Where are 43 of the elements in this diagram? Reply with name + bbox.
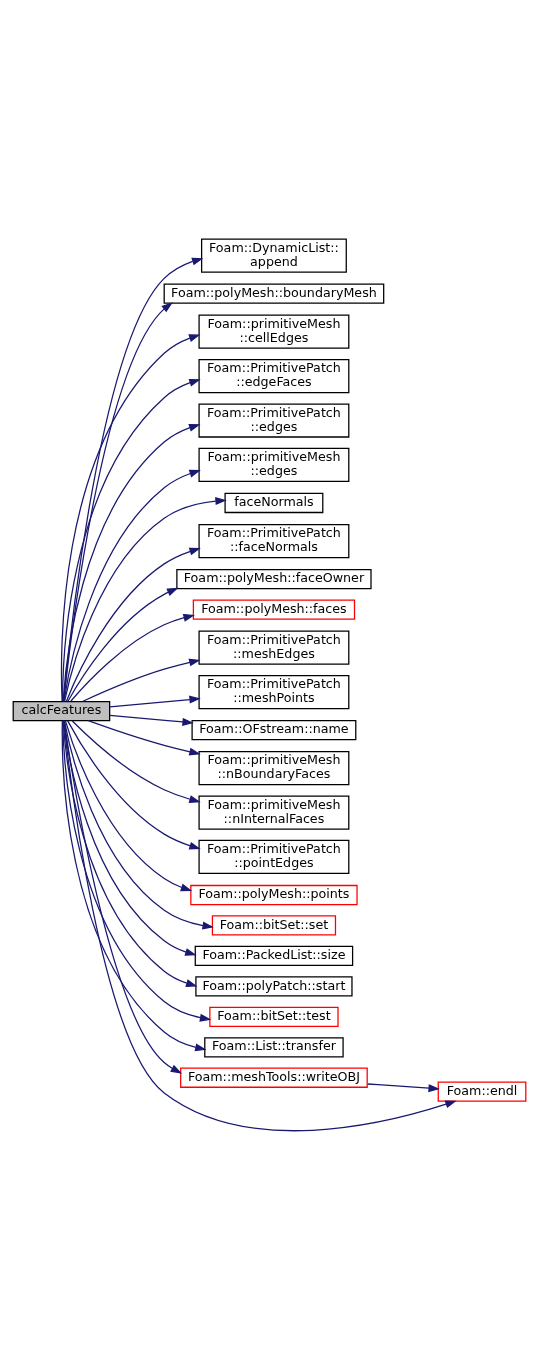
node-box: Foam::DynamicList:: append (201, 238, 347, 273)
node-box: Foam::PrimitivePatch ::meshEdges (198, 630, 350, 665)
node-box: Foam::polyMesh::boundaryMesh (163, 283, 385, 304)
node-box: Foam::polyMesh::faces (192, 599, 356, 620)
node-box: Foam::OFstream::name (191, 719, 357, 741)
arrow (63, 720, 183, 1074)
node-box: Foam::polyMesh::points (190, 884, 358, 906)
arrow (63, 302, 173, 703)
arrow (63, 719, 457, 1132)
node-box: Foam::primitiveMesh ::nBoundaryFaces (198, 751, 350, 786)
node-box: Foam::PrimitivePatch ::meshPoints (198, 674, 350, 710)
node-box: Foam::primitiveMesh ::nInternalFaces (198, 795, 350, 830)
arrow (67, 587, 179, 703)
arrow (81, 658, 201, 703)
arrow (63, 497, 227, 703)
node-box: calcFeatures (12, 700, 111, 722)
arrow (109, 714, 194, 726)
node-box: Foam::PrimitivePatch ::pointEdges (198, 839, 350, 875)
node-box: faceNormals (224, 492, 324, 514)
node-box: Foam::bitSet::set (211, 915, 337, 936)
node-box: Foam::endl (437, 1081, 527, 1102)
node-box: Foam::PrimitivePatch ::edgeFaces (198, 358, 350, 394)
arrow (63, 720, 214, 930)
node-box: Foam::meshTools::writeOBJ (180, 1067, 368, 1088)
node-box: Foam::polyMesh::faceOwner (176, 568, 372, 590)
node-box: Foam::primitiveMesh ::cellEdges (198, 314, 350, 349)
arrow (70, 613, 195, 702)
arrow (65, 547, 201, 702)
arrow (64, 720, 193, 892)
node-box: Foam::polyPatch::start (195, 976, 353, 997)
node-box: Foam::List::transfer (204, 1037, 344, 1058)
arrow (71, 720, 201, 804)
node-box: Foam::bitSet::test (209, 1006, 339, 1027)
arrow (367, 1083, 440, 1093)
node-box: Foam::PackedList::size (194, 945, 354, 967)
node-box: Foam::PrimitivePatch ::edges (198, 403, 350, 438)
node-box: Foam::PrimitivePatch ::faceNormals (198, 523, 350, 559)
arrow (63, 469, 201, 702)
arrow (87, 720, 201, 756)
arrow (66, 719, 201, 850)
node-box: Foam::primitiveMesh ::edges (198, 447, 350, 483)
arrow (109, 695, 201, 708)
arrow (62, 257, 204, 702)
